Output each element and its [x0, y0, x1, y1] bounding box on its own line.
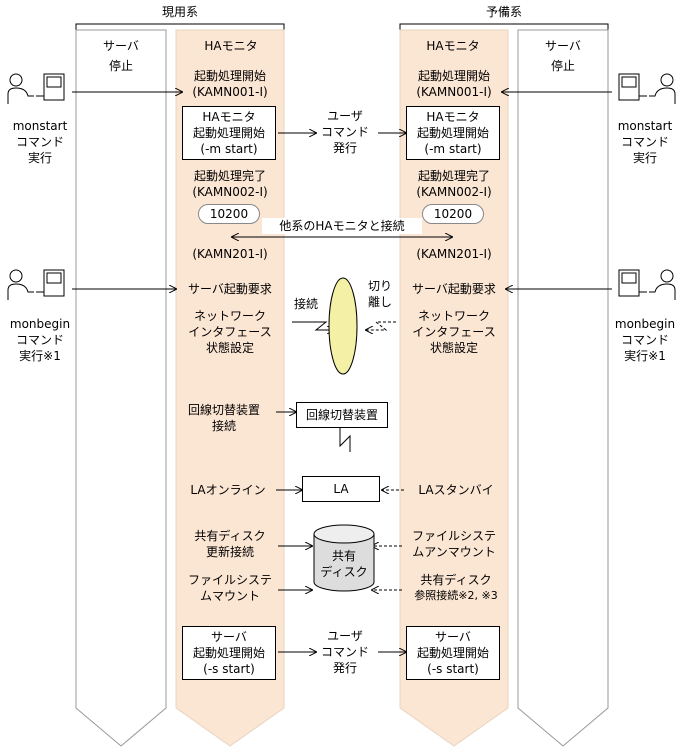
- active-port-badge: 10200: [198, 204, 260, 224]
- active-server-start-box: サーバ起動処理開始(-s start): [182, 626, 276, 680]
- switch-device-box: 回線切替装置: [296, 402, 388, 428]
- standby-fs-unmount: ファイルシステムアンマウント: [411, 529, 496, 559]
- active-ha-start-box: HAモニタ起動処理開始(-m start): [182, 106, 276, 160]
- standby-network-setup: ネットワークインタフェース状態設定: [412, 309, 496, 355]
- standby-system-label: 予備系: [485, 5, 522, 19]
- active-ha-header: HAモニタ: [204, 39, 258, 53]
- standby-server-state: 停止: [550, 59, 575, 73]
- center-connect-other: 他系のHAモニタと接続: [262, 218, 422, 234]
- terminal-right-2-icon: [618, 269, 676, 300]
- standby-connect-msg: (KAMN201-I): [416, 247, 492, 261]
- lane-active-server: [75, 29, 167, 747]
- active-server-start-request: サーバ起動要求: [188, 282, 272, 296]
- active-la-online: LAオンライン: [190, 483, 266, 497]
- center-user-command-top: ユーザコマンド発行: [320, 109, 369, 155]
- shared-disk-icon: [313, 524, 375, 592]
- network-ellipse: [328, 277, 358, 375]
- standby-la-standby: LAスタンバイ: [418, 483, 494, 497]
- shared-disk-label: 共有ディスク: [320, 549, 368, 579]
- active-disk-update: 共有ディスク更新接続: [194, 529, 266, 559]
- active-startup-done: 起動処理完了(KAMN002-I): [192, 169, 268, 199]
- standby-startup-begin: 起動処理開始(KAMN001-I): [416, 69, 492, 99]
- terminal-left-1-icon: [7, 73, 65, 104]
- standby-ha-start-box: HAモニタ起動処理開始(-m start): [406, 106, 500, 160]
- terminal-right-1-icon: [618, 73, 676, 104]
- center-disconnect-label: 切り離し: [367, 279, 392, 309]
- la-box: LA: [302, 476, 380, 502]
- lane-standby-server: [517, 29, 609, 747]
- standby-ha-header: HAモニタ: [426, 39, 480, 53]
- standby-server-start-box: サーバ起動処理開始(-s start): [406, 626, 500, 680]
- active-system-label: 現用系: [161, 5, 198, 19]
- standby-server-header: サーバ: [545, 39, 581, 53]
- center-user-command-bottom: ユーザコマンド発行: [320, 629, 369, 675]
- center-connect-label: 接続: [293, 297, 318, 311]
- standby-disk-ref: 共有ディスク参照接続※2, ※3: [414, 573, 498, 602]
- standby-server-start-request: サーバ起動要求: [412, 282, 496, 296]
- active-connect-msg: (KAMN201-I): [192, 247, 268, 261]
- active-server-state: 停止: [108, 59, 133, 73]
- active-switch-connect: 回線切替装置接続: [187, 403, 260, 433]
- active-network-setup: ネットワークインタフェース状態設定: [188, 309, 272, 355]
- standby-port-badge: 10200: [422, 204, 484, 224]
- active-fs-mount: ファイルシステムマウント: [187, 573, 272, 603]
- terminal-left-2-icon: [7, 269, 65, 300]
- active-startup-begin: 起動処理開始(KAMN001-I): [192, 69, 268, 99]
- standby-startup-done: 起動処理完了(KAMN002-I): [416, 169, 492, 199]
- active-server-header: サーバ: [103, 39, 139, 53]
